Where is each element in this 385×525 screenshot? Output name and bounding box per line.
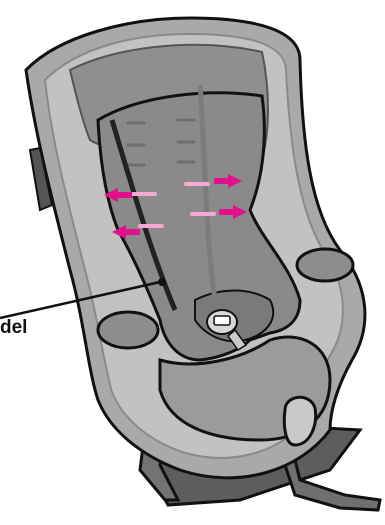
callout-label: del bbox=[0, 317, 27, 338]
right-armrest bbox=[297, 249, 353, 281]
left-armrest bbox=[98, 312, 158, 348]
